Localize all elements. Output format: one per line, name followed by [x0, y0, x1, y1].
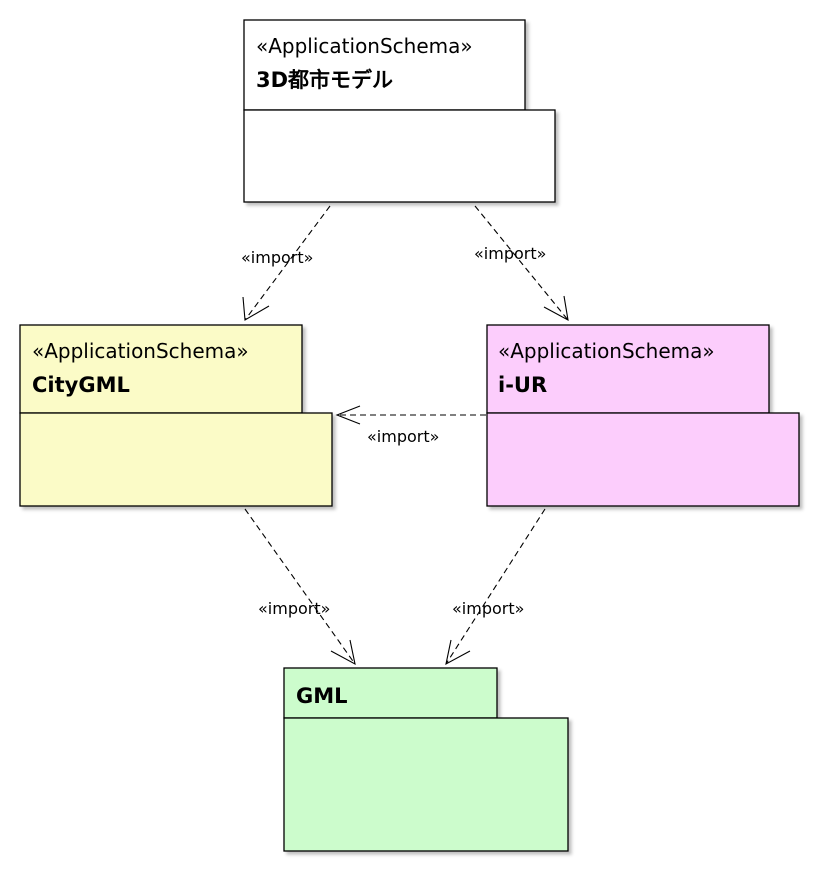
package-name: CityGML	[32, 373, 130, 397]
package-stereotype: «ApplicationSchema»	[32, 339, 249, 363]
dependency-line	[244, 205, 331, 321]
dependency-line	[244, 508, 356, 665]
package-tab	[486, 324, 770, 414]
dependency-label: «import»	[241, 248, 313, 267]
dependency-line	[445, 508, 546, 665]
dependency-label: «import»	[258, 599, 330, 618]
dependency-label: «import»	[474, 244, 546, 263]
open-arrowhead-icon	[543, 295, 569, 322]
dependency-line	[474, 205, 569, 321]
package-tab	[19, 324, 303, 414]
open-arrowhead-icon	[242, 296, 270, 321]
open-arrowhead-icon	[330, 639, 356, 666]
package-tab	[283, 667, 498, 719]
package-body	[19, 412, 333, 507]
package-i-ur[interactable]: «ApplicationSchema» i-UR	[486, 324, 800, 507]
dependency-3d-to-i-ur[interactable]: «import»	[474, 205, 569, 322]
package-stereotype: «ApplicationSchema»	[498, 339, 715, 363]
package-name: 3D都市モデル	[256, 68, 393, 92]
package-tab	[243, 19, 526, 111]
package-name: i-UR	[498, 373, 547, 397]
package-stereotype: «ApplicationSchema»	[256, 34, 473, 58]
dependency-citygml-to-gml[interactable]: «import»	[244, 508, 356, 666]
dependency-i-ur-to-gml[interactable]: «import»	[445, 508, 546, 666]
package-citygml[interactable]: «ApplicationSchema» CityGML	[19, 324, 333, 507]
dependency-i-ur-to-citygml[interactable]: «import»	[335, 405, 486, 446]
package-3d-city-model[interactable]: «ApplicationSchema» 3D都市モデル	[243, 19, 556, 203]
open-arrowhead-icon	[335, 405, 361, 425]
package-gml[interactable]: GML	[283, 667, 569, 852]
package-body	[243, 109, 556, 203]
package-body	[283, 717, 569, 852]
open-arrowhead-icon	[445, 639, 471, 666]
dependency-3d-to-citygml[interactable]: «import»	[241, 205, 331, 321]
dependency-label: «import»	[452, 599, 524, 618]
package-body	[486, 412, 800, 507]
package-name: GML	[296, 684, 348, 708]
dependency-label: «import»	[367, 427, 439, 446]
